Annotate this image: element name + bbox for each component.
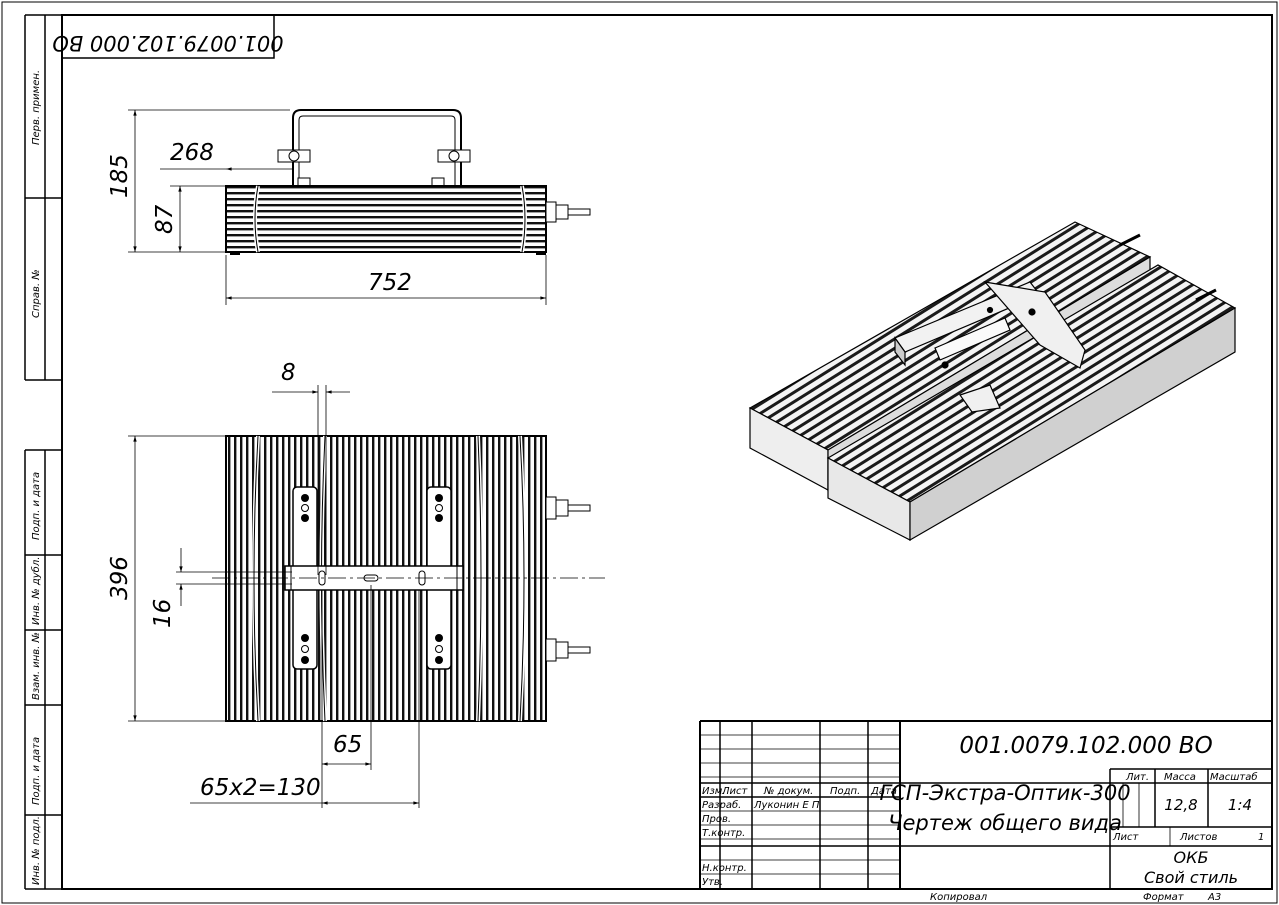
title-block	[699, 720, 1272, 889]
dim-slot-spacing: 65x2=130	[200, 775, 321, 801]
role-razrab: Разраб.	[702, 799, 741, 811]
org-style: Свой стиль	[1144, 868, 1238, 887]
label-podp-data-bottom: Подп. и дата	[31, 737, 42, 805]
dim-width: 396	[107, 556, 133, 600]
hdr-massa: Масса	[1164, 772, 1196, 783]
hdr-podp: Подп.	[830, 786, 860, 797]
format-value: А3	[1207, 892, 1221, 903]
hdr-lit: Лит.	[1125, 772, 1149, 783]
title-block-text: 001.0079.102.000 ВО ГСП-Экстра-Оптик-300…	[702, 733, 1264, 903]
hdr-data: Дата	[870, 786, 897, 797]
dim-bracket-offset: 268	[170, 140, 214, 166]
copied-label: Копировал	[930, 892, 988, 903]
role-nkontr: Н.контр.	[702, 863, 747, 874]
label-vzam-inv-no: Взам. инв. №	[31, 632, 42, 700]
label-sprav-no: Справ. №	[31, 269, 42, 318]
side-view-dimensions	[128, 109, 547, 305]
format-label: Формат	[1143, 892, 1185, 903]
sheets-label: Листов	[1179, 832, 1217, 843]
scale-value: 1:4	[1228, 796, 1252, 814]
hdr-izm: Изм.	[702, 786, 726, 797]
side-labels: Перв. примен. Справ. № Подп. и дата Инв.…	[30, 70, 42, 885]
hdr-no-dokum: № докум.	[763, 786, 813, 797]
top-code-text: 001.0079.102.000 ВО	[52, 31, 283, 55]
hdr-list: Лист	[721, 786, 749, 797]
label-perv-primen: Перв. примен.	[31, 70, 42, 145]
dim-length: 752	[368, 270, 412, 296]
plan-view	[212, 435, 605, 722]
label-podp-data-top: Подп. и дата	[31, 472, 42, 540]
org-name: ОКБ	[1174, 848, 1209, 867]
dim-body-height: 87	[152, 204, 178, 234]
dim-hole-spacing: 65	[333, 732, 362, 758]
side-strip	[24, 14, 62, 890]
isometric-view	[748, 221, 1237, 542]
dim-center-offset: 16	[150, 599, 176, 628]
role-prov: Пров.	[702, 814, 731, 825]
doc-code: 001.0079.102.000 ВО	[959, 733, 1212, 759]
mass-value: 12,8	[1164, 796, 1197, 814]
side-view	[225, 109, 591, 255]
developer-name: Луконин Е П	[753, 800, 820, 811]
dim-side-height: 185	[107, 154, 133, 198]
role-tkontr: Т.контр.	[702, 828, 745, 839]
sheets-count: 1	[1258, 832, 1264, 843]
label-inv-no-podl: Инв. № подл.	[31, 816, 42, 885]
dim-slot-width: 8	[281, 360, 296, 386]
drawing-type: Чертеж общего вида	[888, 811, 1122, 835]
role-utv: Утв.	[702, 877, 723, 888]
plan-view-dimensions	[128, 385, 420, 808]
label-inv-no-dubl: Инв. № дубл.	[30, 557, 42, 625]
sheet-label: Лист	[1112, 832, 1140, 843]
top-code-box: 001.0079.102.000 ВО	[52, 14, 284, 59]
hdr-masshtab: Масштаб	[1210, 771, 1258, 783]
product-name: ГСП-Экстра-Оптик-300	[879, 781, 1130, 805]
